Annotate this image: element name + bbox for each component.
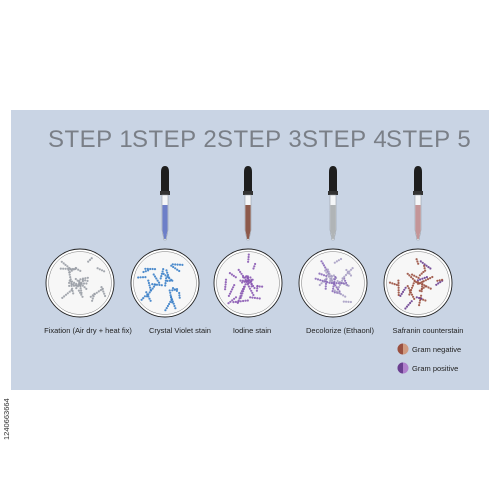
step-3-label: Iodine stain <box>232 326 272 335</box>
step-3-title: STEP 3 <box>217 126 303 153</box>
gram-negative-label: Gram negative <box>412 345 462 354</box>
step-2-label: Crystal Violet stain <box>149 326 211 335</box>
gram-negative-swatch <box>397 343 409 355</box>
step-5-title: STEP 5 <box>386 126 472 153</box>
step-1-label: Fixation (Air dry + heat fix) <box>44 326 132 335</box>
petri-dish-2 <box>130 248 200 318</box>
dropper-5 <box>413 166 423 241</box>
step-1-title: STEP 1 <box>48 126 134 153</box>
petri-dish-4 <box>298 248 368 318</box>
petri-dish-1 <box>45 248 115 318</box>
petri-dish-5 <box>383 248 453 318</box>
dropper-3 <box>243 166 253 241</box>
petri-dish-3 <box>213 248 283 318</box>
step-4-title: STEP 4 <box>302 126 388 153</box>
gram-positive-swatch <box>397 362 409 374</box>
dropper-4 <box>328 166 338 241</box>
dropper-2 <box>160 166 170 241</box>
step-2-title: STEP 2 <box>132 126 218 153</box>
step-5-label: Safranin counterstain <box>392 326 464 335</box>
gram-positive-label: Gram positive <box>412 364 459 373</box>
step-4-label: Decolorize (Ethaonl) <box>306 326 374 335</box>
image-id: 1240663664 <box>2 398 11 440</box>
